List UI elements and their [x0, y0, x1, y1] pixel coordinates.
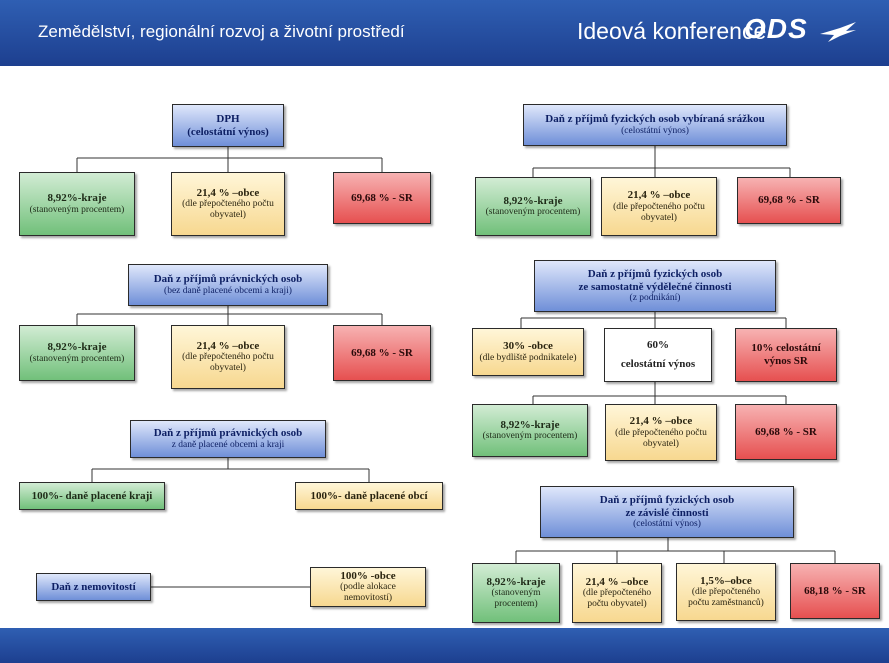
dph-obce-sub: (dle přepočteného počtu obyvatel)	[182, 199, 274, 221]
nemovitosti-obce-sub: (podle alokace nemovitostí)	[340, 582, 396, 604]
nemovitosti-obce-box: 100% -obce (podle alokace nemovitostí)	[310, 567, 426, 607]
podnikani-title-line3: (z podnikání)	[629, 293, 681, 304]
srazka-kraje-main: 8,92%-kraje	[503, 194, 563, 207]
srazka-obce-sub: (dle přepočteného počtu obyvatel)	[613, 201, 705, 223]
zavisla-zam-box: 1,5%–obce (dle přepočteného počtu zaměst…	[676, 563, 776, 621]
header-left-title: Zemědělství, regionální rozvoj a životní…	[38, 22, 405, 41]
dppo-b-obce-box: 100%- daně placené obcí	[295, 482, 443, 510]
dph-kraje-main: 8,92%-kraje	[47, 192, 107, 205]
podnikani-title-line2: ze samostatně výdělečné činnosti	[578, 280, 732, 293]
zavisla-sr-box: 68,18 % - SR	[790, 563, 880, 619]
dppo-a-kraje-main: 8,92%-kraje	[47, 341, 107, 354]
podnikani-obce30-sub: (dle bydliště podnikatele)	[479, 352, 577, 363]
zavisla-zam-sub: (dle přepočteného počtu zaměstnanců)	[688, 587, 764, 609]
srazka-sr-main: 69,68 % - SR	[758, 194, 820, 207]
podnikani-title-line1: Daň z příjmů fyzických osob	[587, 267, 723, 280]
dph-obce-main: 21,4 % –obce	[196, 186, 260, 199]
podnikani-sr10-box: 10% celostátní výnos SR	[735, 328, 837, 382]
header-bar: Zemědělství, regionální rozvoj a životní…	[0, 0, 889, 66]
footer-bar	[0, 628, 889, 663]
zavisla-kraje-sub: (stanoveným procentem)	[491, 588, 541, 610]
podnikani-obce-main: 21,4 % –obce	[629, 415, 693, 428]
podnikani-obce30-box: 30% -obce (dle bydliště podnikatele)	[472, 328, 584, 376]
dph-kraje-box: 8,92%-kraje (stanoveným procentem)	[19, 172, 135, 236]
zavisla-kraje-box: 8,92%-kraje (stanoveným procentem)	[472, 563, 560, 623]
dppo-b-title-line2: z daně placené obcemi a kraji	[171, 439, 285, 450]
zavisla-title-line3: (celostátní výnos)	[633, 519, 701, 530]
nemovitosti-title-box: Daň z nemovitostí	[36, 573, 151, 601]
dppo-a-sr-main: 69,68 % - SR	[351, 346, 413, 359]
podnikani-celostatni-box: 60% celostátní výnos	[604, 328, 712, 382]
dppo-a-obce-box: 21,4 % –obce (dle přepočteného počtu oby…	[171, 325, 285, 389]
dph-obce-box: 21,4 % –obce (dle přepočteného počtu oby…	[171, 172, 285, 236]
srazka-kraje-sub: (stanoveným procentem)	[485, 207, 581, 218]
zavisla-obce-box: 21,4 % –obce (dle přepočteného počtu oby…	[572, 563, 662, 623]
nemovitosti-obce-main: 100% -obce	[340, 569, 396, 582]
podnikani-obce-box: 21,4 % –obce (dle přepočteného počtu oby…	[605, 404, 717, 461]
podnikani-title-box: Daň z příjmů fyzických osob ze samostatn…	[534, 260, 776, 312]
srazka-title-box: Daň z příjmů fyzických osob vybíraná srá…	[523, 104, 787, 146]
srazka-obce-main: 21,4 % –obce	[627, 189, 691, 202]
srazka-sr-box: 69,68 % - SR	[737, 177, 841, 224]
zavisla-title-line1: Daň z příjmů fyzických osob	[599, 493, 735, 506]
dppo-a-obce-main: 21,4 % –obce	[196, 339, 260, 352]
dppo-a-title-line2: (bez daně placené obcemi a kraji)	[164, 285, 292, 296]
zavisla-obce-sub: (dle přepočteného počtu obyvatel)	[582, 588, 652, 610]
dph-sr-box: 69,68 % - SR	[333, 172, 431, 224]
podnikani-sr10-main: 10% celostátní výnos SR	[751, 342, 821, 367]
podnikani-kraje-sub: (stanoveným procentem)	[482, 431, 578, 442]
dppo-a-title-line1: Daň z příjmů právnických osob	[153, 273, 303, 286]
dppo-b-title-box: Daň z příjmů právnických osob z daně pla…	[130, 420, 326, 458]
srazka-title-line1: Daň z příjmů fyzických osob vybíraná srá…	[545, 113, 765, 126]
nemovitosti-title-line1: Daň z nemovitostí	[51, 580, 136, 593]
podnikani-obce-sub: (dle přepočteného počtu obyvatel)	[615, 427, 707, 449]
dppo-b-title-line1: Daň z příjmů právnických osob	[153, 427, 303, 440]
podnikani-celostatni-sub: celostátní výnos	[620, 358, 696, 370]
zavisla-sr-main: 68,18 % - SR	[804, 584, 866, 597]
zavisla-zam-main: 1,5%–obce	[700, 574, 752, 587]
dppo-b-obce-main: 100%- daně placené obcí	[310, 489, 428, 502]
dppo-a-kraje-sub: (stanoveným procentem)	[29, 353, 125, 364]
srazka-title-line2: (celostátní výnos)	[621, 125, 689, 136]
srazka-kraje-box: 8,92%-kraje (stanoveným procentem)	[475, 177, 591, 236]
srazka-obce-box: 21,4 % –obce (dle přepočteného počtu oby…	[601, 177, 717, 236]
podnikani-celostatni-main: 60%	[647, 339, 669, 352]
zavisla-title-box: Daň z příjmů fyzických osob ze závislé č…	[540, 486, 794, 538]
dph-kraje-sub: (stanoveným procentem)	[29, 204, 125, 215]
zavisla-title-line2: ze závislé činnosti	[625, 506, 709, 519]
zavisla-obce-main: 21,4 % –obce	[585, 575, 649, 588]
dppo-a-kraje-box: 8,92%-kraje (stanoveným procentem)	[19, 325, 135, 381]
dph-title-line2: (celostátní výnos)	[187, 125, 269, 138]
dppo-a-sr-box: 69,68 % - SR	[333, 325, 431, 381]
podnikani-obce30-main: 30% -obce	[503, 340, 553, 353]
dppo-b-kraje-main: 100%- daně placené kraji	[31, 489, 153, 502]
ods-logo: ODS	[744, 13, 808, 44]
dph-sr-main: 69,68 % - SR	[351, 191, 413, 204]
zavisla-kraje-main: 8,92%-kraje	[486, 575, 546, 588]
podnikani-sr-box: 69,68 % - SR	[735, 404, 837, 460]
dppo-b-kraje-box: 100%- daně placené kraji	[19, 482, 165, 510]
dph-title-line1: DPH	[216, 112, 240, 125]
dppo-a-obce-sub: (dle přepočteného počtu obyvatel)	[182, 352, 274, 374]
podnikani-kraje-main: 8,92%-kraje	[500, 418, 560, 431]
dppo-a-title-box: Daň z příjmů právnických osob (bez daně …	[128, 264, 328, 306]
header-right-title: Ideová konference	[577, 18, 767, 44]
bird-icon	[820, 22, 856, 42]
podnikani-kraje-box: 8,92%-kraje (stanoveným procentem)	[472, 404, 588, 457]
dph-title-box: DPH (celostátní výnos)	[172, 104, 284, 147]
podnikani-sr-main: 69,68 % - SR	[755, 425, 817, 438]
